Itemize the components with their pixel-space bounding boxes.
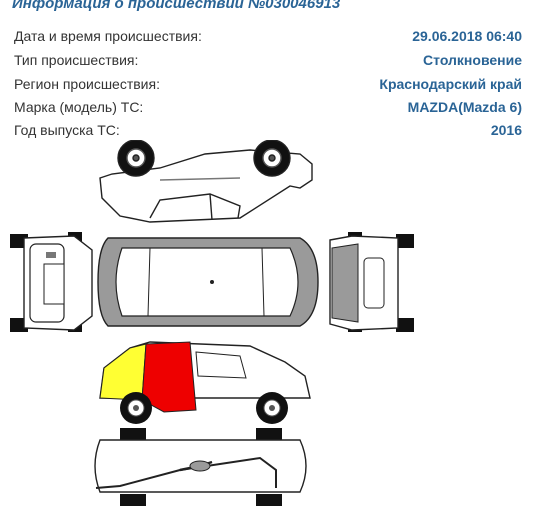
car-roof-view xyxy=(97,237,319,327)
car-damage-diagram xyxy=(10,140,414,506)
car-rear-view xyxy=(10,232,93,332)
info-row-datetime: Дата и время происшествия: 29.06.2018 06… xyxy=(14,28,522,48)
info-row-model: Марка (модель) ТС: MAZDA(Mazda 6) xyxy=(14,99,522,119)
info-row-year: Год выпуска ТС: 2016 xyxy=(14,122,522,142)
info-value: 29.06.2018 06:40 xyxy=(412,28,522,44)
info-label: Дата и время происшествия: xyxy=(14,28,202,44)
info-value: MAZDA(Mazda 6) xyxy=(407,99,522,115)
info-row-type: Тип происшествия: Столкновение xyxy=(14,52,522,72)
info-value: Столкновение xyxy=(423,52,522,68)
damage-zone-front-door xyxy=(141,341,197,413)
info-label: Марка (модель) ТС: xyxy=(14,99,144,115)
info-label: Год выпуска ТС: xyxy=(14,122,120,138)
car-underbody-view xyxy=(94,428,307,506)
info-value: 2016 xyxy=(490,122,522,138)
car-front-view xyxy=(329,232,414,332)
damage-zone-front-bumper-fender xyxy=(99,343,147,401)
car-right-side-view xyxy=(99,341,311,424)
car-left-side-view xyxy=(99,140,313,223)
info-label: Регион происшествия: xyxy=(14,76,160,92)
info-row-region: Регион происшествия: Краснодарский край xyxy=(14,76,522,96)
page-title: Информация о происшествии №030046913 xyxy=(12,0,341,12)
info-label: Тип происшествия: xyxy=(14,52,139,68)
info-value: Краснодарский край xyxy=(379,76,522,92)
